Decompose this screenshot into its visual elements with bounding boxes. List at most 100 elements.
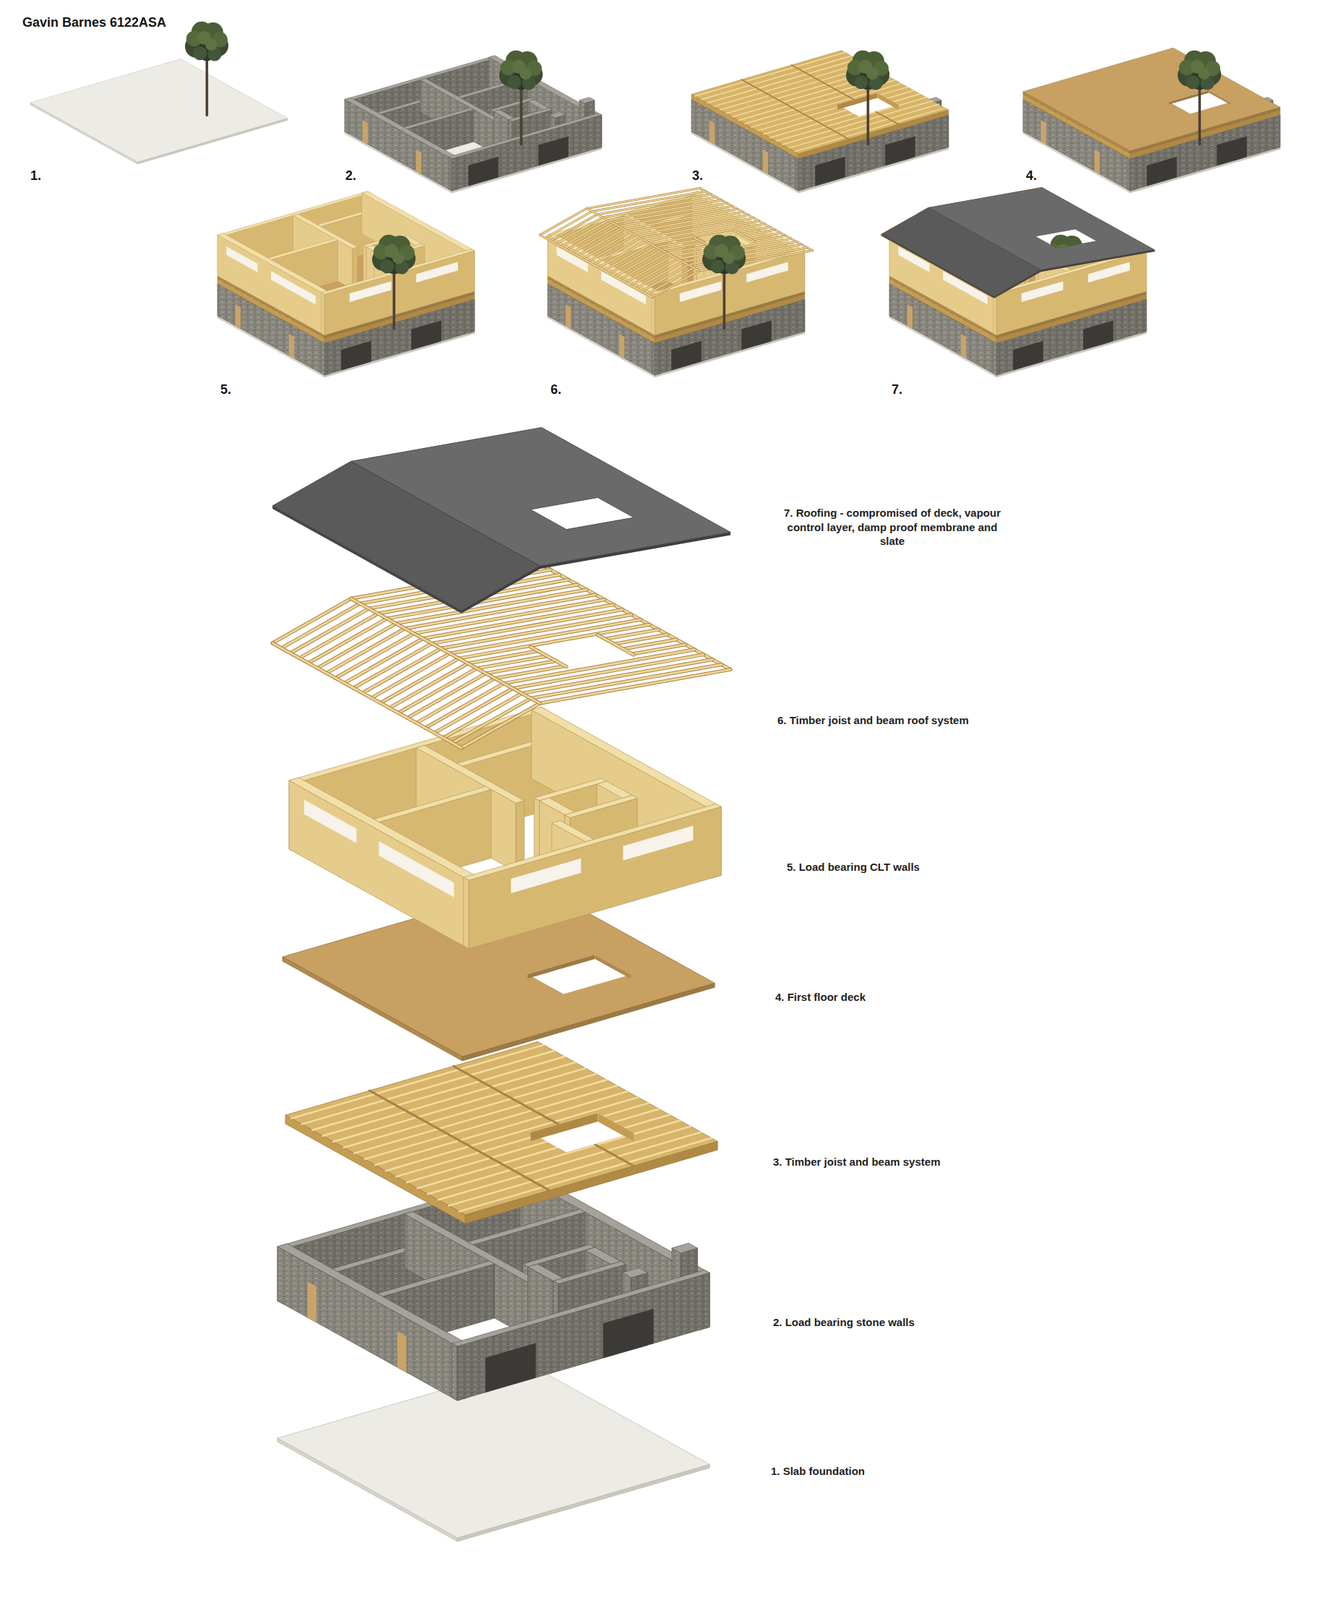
clt-wall-top [596, 781, 633, 799]
clt-wall-top [217, 233, 331, 295]
tree [1177, 50, 1222, 145]
stage-view [1023, 47, 1281, 193]
step-number: 3. [692, 167, 703, 185]
ridge-beam [586, 208, 700, 271]
clt-wall-top [533, 778, 607, 801]
tree-crown [507, 75, 521, 89]
tree-crown [710, 259, 724, 274]
stone-wall-top [553, 1261, 626, 1284]
clt-wall-top [373, 786, 492, 822]
layer-label: 2. Load bearing stone walls [773, 1314, 915, 1330]
roof-plane [881, 207, 1041, 297]
stage-layer [547, 191, 805, 336]
ridge-beam [351, 598, 540, 703]
stone-wall-top [528, 1263, 564, 1281]
stage-layer [1023, 47, 1281, 154]
door [397, 1330, 407, 1373]
exploded-layer [277, 1364, 710, 1542]
tree [372, 234, 416, 329]
stage-layer [539, 188, 813, 298]
fascia [461, 531, 732, 613]
ridge-beam [586, 208, 700, 271]
opening [468, 156, 499, 187]
stage-view [344, 50, 602, 193]
joist [459, 1137, 712, 1212]
joist-layer-top [285, 1041, 718, 1215]
exploded-layer [288, 706, 722, 949]
stone-wall-top [579, 97, 595, 104]
stage-views [30, 21, 1281, 378]
step-number: 5. [220, 381, 232, 399]
clt-wall-face [321, 292, 325, 336]
door [416, 149, 422, 175]
stone-wall-top [448, 113, 602, 159]
opening [603, 1308, 654, 1358]
door [235, 304, 241, 329]
clt-wall-face [651, 292, 655, 336]
opening [1216, 136, 1248, 167]
stage-view [881, 187, 1154, 378]
window [379, 840, 455, 898]
exploded-layer [272, 564, 731, 748]
stone-wall-top [549, 111, 565, 118]
stone-wall-top [508, 108, 552, 123]
tree-crown [1067, 260, 1081, 274]
stone-wall-top [622, 1267, 649, 1278]
layer-label: 3. Timber joist and beam system [773, 1154, 940, 1169]
stone-wall-face [993, 341, 997, 375]
layer-label: 4. First floor deck [775, 989, 866, 1005]
door [288, 333, 295, 359]
beam [453, 1065, 634, 1166]
void-edge [530, 1112, 598, 1141]
fascia [881, 234, 995, 299]
window [1021, 281, 1064, 303]
stone-wall-top [277, 1243, 468, 1347]
tree-crown [722, 252, 735, 265]
slab-top [277, 1364, 710, 1538]
step-number: 4. [1025, 167, 1037, 185]
courtyard-void [527, 954, 631, 995]
tree-crown [1064, 252, 1077, 265]
tree [846, 50, 890, 145]
stage-layer [344, 55, 602, 191]
slab-top [30, 59, 288, 163]
fascia [272, 505, 461, 614]
stage-layer [217, 191, 475, 336]
tree-crown [205, 39, 218, 52]
tree-crown [1056, 244, 1071, 258]
ridge-beam [351, 598, 540, 703]
void-edge [877, 92, 899, 110]
stone-wall-side [457, 1272, 710, 1401]
tree-crown [1064, 247, 1088, 271]
tree-crown [866, 67, 879, 81]
stone-wall-top [452, 1269, 711, 1347]
exploded-view [272, 427, 731, 1542]
window [510, 858, 581, 894]
void-edge [837, 92, 878, 110]
eave-beam [272, 643, 461, 748]
window [622, 825, 693, 861]
clt-wall-top [288, 777, 480, 880]
stage-view [30, 21, 288, 165]
window [746, 261, 789, 283]
tree-crown [1185, 75, 1200, 89]
clt-wall-top [539, 797, 576, 815]
title: Gavin Barnes 6122ASA [22, 14, 167, 32]
void-edge [1208, 90, 1231, 105]
tree-crown [1071, 244, 1087, 261]
tree [184, 21, 229, 116]
door [1094, 149, 1100, 175]
tree [499, 50, 543, 145]
tree [1044, 234, 1088, 329]
window [1088, 261, 1130, 283]
clt-wall-top [531, 706, 722, 810]
trimmer [597, 634, 634, 655]
stone-wall-top [522, 1244, 595, 1267]
door [307, 1280, 317, 1323]
stone-wall-top [490, 98, 534, 112]
joist-layer-top [691, 50, 949, 154]
stone-wall-top [377, 1260, 495, 1297]
opening [741, 320, 772, 351]
step-number: 1. [30, 167, 42, 185]
